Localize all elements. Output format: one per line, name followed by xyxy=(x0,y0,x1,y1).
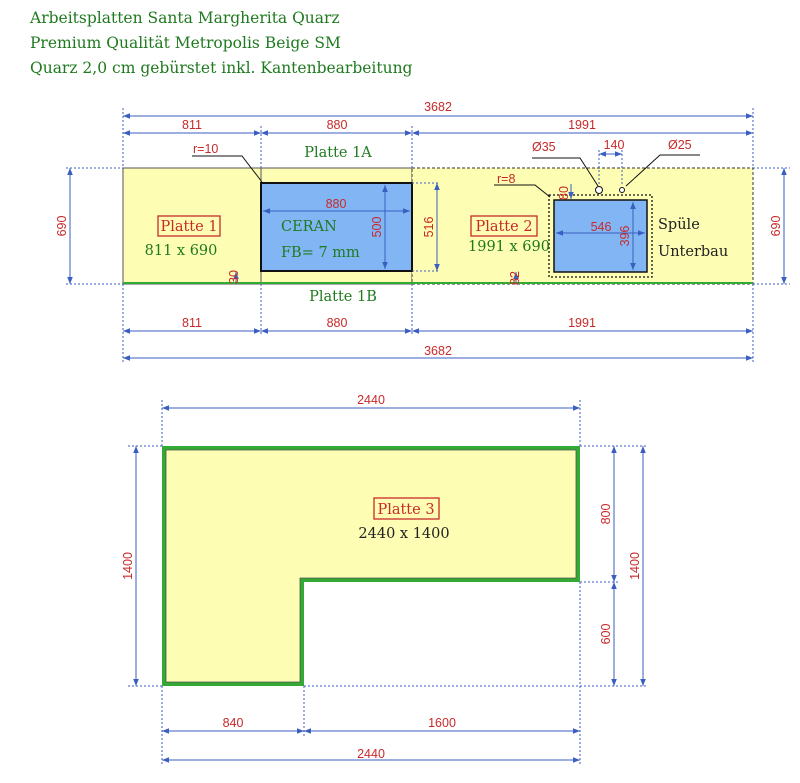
dim-p3-height-right: 1400 xyxy=(628,552,642,580)
label-ceran-fb: FB= 7 mm xyxy=(281,245,360,261)
dim-p3-right-seg: 1600 xyxy=(428,716,456,730)
platte-2-label-box xyxy=(470,215,538,237)
dim-platte-1-width-top: 811 xyxy=(182,118,202,132)
dim-hole-25: Ø25 xyxy=(668,138,692,152)
tap-hole-25 xyxy=(619,187,625,193)
label-platte-1b: Platte 1B xyxy=(309,289,377,305)
dim-platte-1-width-bottom: 811 xyxy=(182,316,202,330)
label-platte-3: Platte 3 xyxy=(377,502,434,518)
header-line-2: Premium Qualität Metropolis Beige SM xyxy=(30,34,341,52)
platte-1-label-box xyxy=(157,215,221,237)
dim-sink-height: 396 xyxy=(618,226,632,247)
top-dimension-lines xyxy=(67,113,787,361)
label-platte-3-size: 2440 x 1400 xyxy=(358,526,449,542)
top-extension-lines xyxy=(66,108,790,362)
sink-outer-outline xyxy=(548,194,653,278)
slab-platte-1a xyxy=(260,167,413,185)
label-platte-1a: Platte 1A xyxy=(304,145,372,161)
slab-platte-3-face xyxy=(165,449,577,683)
dim-platte-1b-width: 880 xyxy=(327,316,348,330)
label-platte-2-size: 1991 x 690 xyxy=(468,239,550,255)
dim-platte-2-width-bottom: 1991 xyxy=(568,316,596,330)
dim-ceran-depth: 516 xyxy=(422,217,436,238)
dim-ceran-offset: 30 xyxy=(227,270,241,284)
dim-height-right: 690 xyxy=(769,216,783,237)
dim-hole-35: Ø35 xyxy=(532,140,556,154)
top-leader-lines xyxy=(192,154,700,198)
slab-platte-1 xyxy=(122,167,262,285)
dim-p3-lower-right: 600 xyxy=(599,624,613,645)
dim-ceran-width: 880 xyxy=(326,197,347,211)
dim-sink-top-offset: 80 xyxy=(557,186,571,200)
label-spuele: Spüle xyxy=(658,217,700,233)
dim-radius-10: r=10 xyxy=(193,142,218,156)
dim-sink-width: 546 xyxy=(591,220,612,234)
dim-total-bottom: 3682 xyxy=(424,344,452,358)
platte-3-label-box xyxy=(373,497,440,520)
dim-total-top: 3682 xyxy=(424,100,452,114)
dim-radius-8: r=8 xyxy=(497,172,515,186)
header-line-3: Quarz 2,0 cm gebürstet inkl. Kantenbearb… xyxy=(30,59,413,77)
dim-platte-2-width-top: 1991 xyxy=(568,118,596,132)
dim-ceran-height: 500 xyxy=(370,217,384,238)
top-plan: 3682 811 880 1991 811 880 1991 3682 690 … xyxy=(55,100,790,362)
label-unterbau: Unterbau xyxy=(658,244,728,260)
label-ceran: CERAN xyxy=(281,219,337,235)
label-platte-1-size: 811 x 690 xyxy=(145,243,218,259)
header-line-1: Arbeitsplatten Santa Margherita Quarz xyxy=(30,9,340,27)
bottom-dimension-lines xyxy=(133,405,646,763)
dim-p3-left-seg: 840 xyxy=(223,716,244,730)
label-platte-1: Platte 1 xyxy=(160,219,217,235)
dim-p3-width-top: 2440 xyxy=(357,393,385,407)
dim-height-left: 690 xyxy=(55,216,69,237)
dim-hole-distance: 140 xyxy=(604,138,625,152)
dim-platte-1a-width: 880 xyxy=(327,118,348,132)
dim-p3-width-bottom: 2440 xyxy=(357,747,385,761)
label-platte-2: Platte 2 xyxy=(475,219,532,235)
bottom-plan: Platte 3 2440 x 1400 2440 840 1600 2440 … xyxy=(121,393,648,765)
dim-p3-upper-right: 800 xyxy=(599,504,613,525)
dim-sink-bottom-offset: 82 xyxy=(508,271,522,285)
tap-hole-35 xyxy=(595,186,603,194)
dim-p3-height-left: 1400 xyxy=(121,552,135,580)
